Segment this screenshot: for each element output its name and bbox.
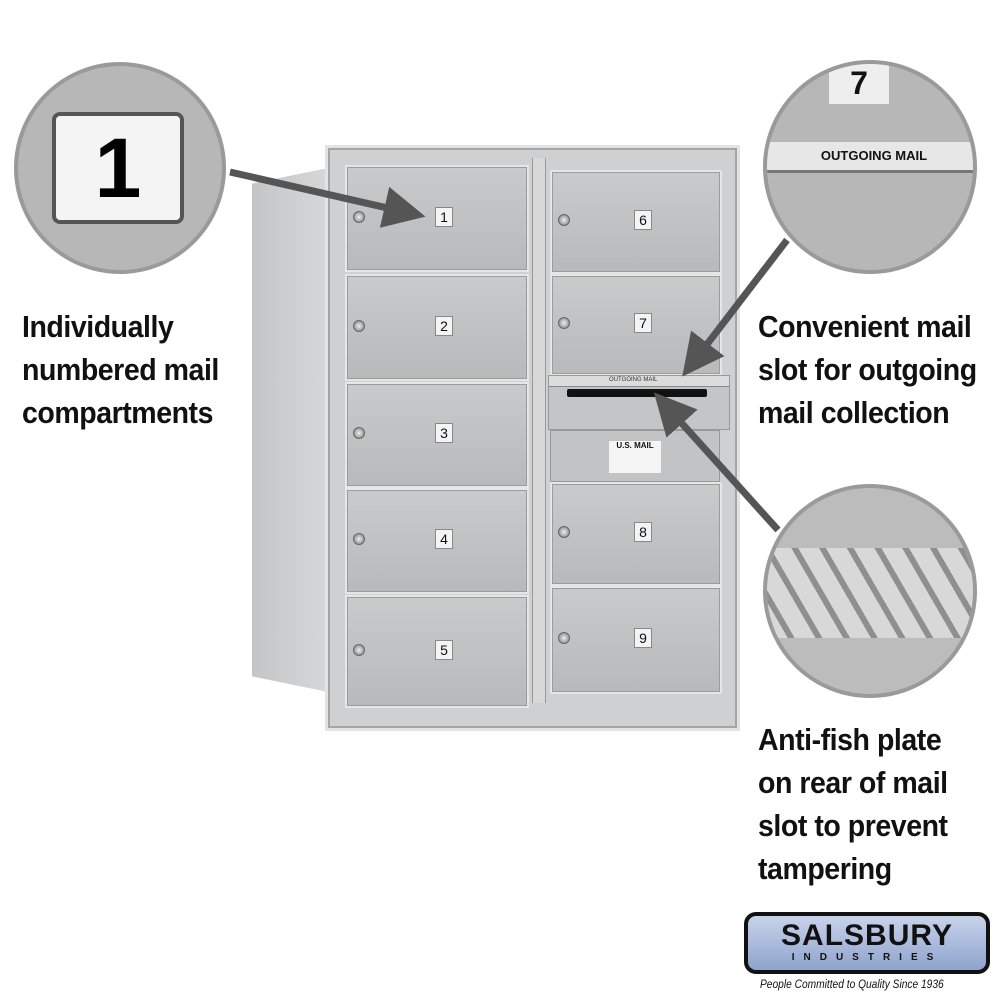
callout-numbered-compartments: Individually numbered mail compartments — [22, 305, 219, 434]
compartment-door[interactable]: 4 — [345, 488, 529, 594]
anti-fish-plate — [767, 548, 973, 638]
door-number: 7 — [634, 313, 652, 333]
door-number: 9 — [634, 628, 652, 648]
slot-opening — [567, 389, 707, 397]
mailbox-divider — [532, 158, 546, 703]
door-number: 8 — [634, 522, 652, 542]
door-number: 3 — [435, 423, 453, 443]
compartment-door[interactable]: 3 — [345, 382, 529, 488]
outgoing-label: OUTGOING MAIL — [767, 142, 973, 173]
callout-line: compartments — [22, 395, 214, 430]
compartment-door[interactable]: 9 — [550, 586, 722, 694]
mailbox-side-panel — [252, 168, 328, 692]
compartment-door[interactable]: 2 — [345, 274, 529, 381]
callout-line: slot for outgoing — [758, 352, 977, 387]
lock-icon — [558, 632, 570, 644]
lock-icon — [353, 643, 365, 656]
usps-label-text: U.S. MAIL — [616, 441, 654, 450]
door-number: 5 — [435, 639, 453, 660]
number-plate-7: 7 — [829, 64, 889, 104]
lock-icon — [353, 210, 365, 223]
arrow-outgoing — [682, 237, 790, 377]
callout-line: Convenient mail — [758, 309, 972, 344]
door-number: 6 — [634, 210, 652, 230]
salsbury-logo: SALSBURY INDUSTRIES — [744, 912, 990, 974]
callout-anti-fish: Anti-fish plate on rear of mail slot to … — [758, 718, 948, 890]
number-plate: 1 — [52, 112, 184, 224]
arrow-number — [229, 168, 426, 228]
callout-line: mail collection — [758, 395, 950, 430]
logo-brand: SALSBURY — [781, 919, 953, 952]
compartment-door[interactable]: 8 — [550, 482, 722, 586]
callout-line: numbered mail — [22, 352, 219, 387]
detail-circle-outgoing: 7 OUTGOING MAIL — [763, 60, 977, 274]
lock-icon — [558, 317, 570, 329]
lock-icon — [353, 533, 365, 545]
callout-line: on rear of mail — [758, 765, 948, 800]
callout-outgoing-slot: Convenient mail slot for outgoing mail c… — [758, 305, 977, 434]
callout-line: tampering — [758, 851, 892, 886]
detail-circle-number: 1 — [14, 62, 226, 274]
lock-icon — [558, 214, 570, 226]
callout-line: slot to prevent — [758, 808, 948, 843]
callout-line: Anti-fish plate — [758, 722, 942, 757]
usps-label: U.S. MAIL — [609, 441, 661, 473]
logo-sub: INDUSTRIES — [791, 952, 943, 963]
arrow-anti-fish — [653, 392, 781, 533]
lock-icon — [558, 526, 570, 538]
compartment-door[interactable]: 1 — [345, 165, 529, 272]
callout-line: Individually — [22, 309, 174, 344]
lock-icon — [353, 427, 365, 439]
compartment-door[interactable]: 5 — [345, 595, 529, 708]
lock-icon — [353, 319, 365, 332]
door-number: 1 — [435, 206, 453, 227]
door-number: 4 — [435, 529, 453, 549]
slot-flap — [549, 376, 729, 387]
detail-circle-anti-fish — [763, 484, 977, 698]
logo-tagline: People Committed to Quality Since 1936 — [760, 977, 944, 991]
outgoing-mail-slot[interactable]: OUTGOING MAIL — [548, 375, 730, 430]
compartment-door[interactable]: 6 — [550, 170, 722, 274]
slot-label: OUTGOING MAIL — [609, 377, 658, 383]
door-number: 2 — [435, 315, 453, 336]
